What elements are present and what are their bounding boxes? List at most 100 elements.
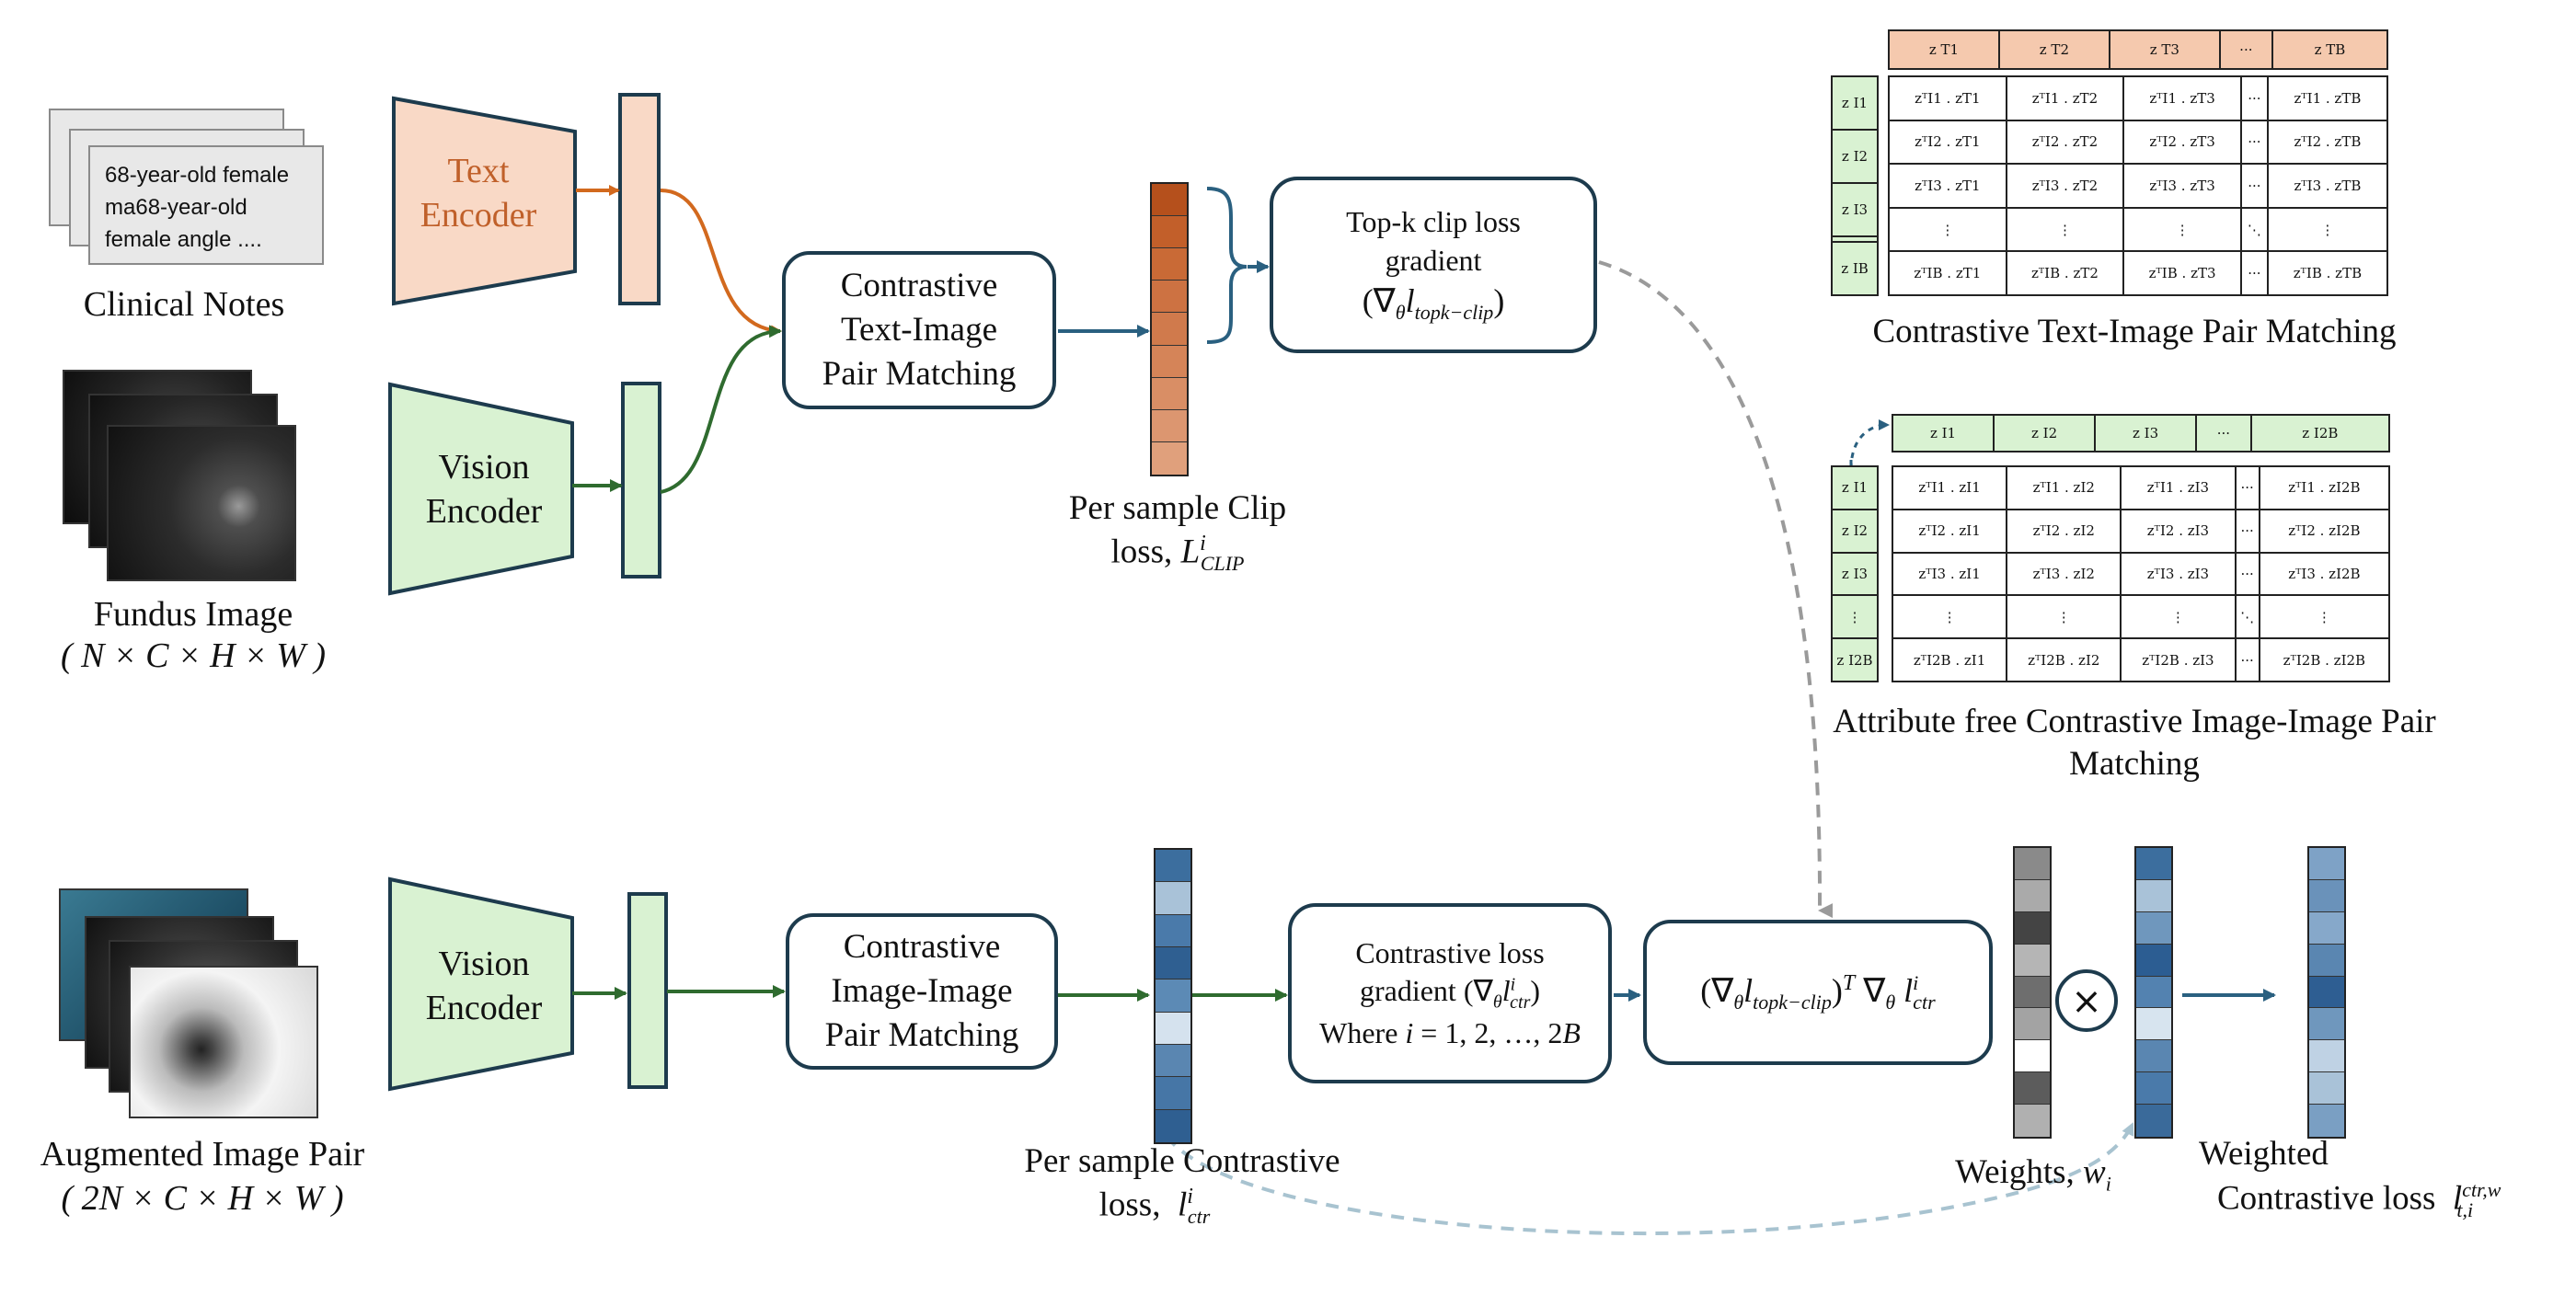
topk-line3: (∇θltopk−clip): [1362, 282, 1505, 325]
image-image-row-header-cell: z I2: [1831, 508, 1879, 554]
image-image-cell: zᵀI2B . zI2B: [2258, 637, 2391, 682]
image-to-matching-curve: [660, 325, 782, 494]
text-image-row-header-cell: z I3: [1831, 182, 1879, 238]
image-image-matching-box: Contrastive Image-Image Pair Matching: [786, 913, 1058, 1070]
clip-loss-bar-cell: [1152, 441, 1187, 475]
contrastive-loss-bar-cell: [1156, 1044, 1190, 1078]
clip-brace: [1206, 187, 1248, 344]
clip-loss-bar: [1150, 182, 1189, 476]
text-image-header-cell: ···: [2218, 29, 2273, 70]
image-image-cell: zᵀI2B . zI2: [2006, 637, 2122, 682]
weights-gray-bar-cell: [2015, 1040, 2050, 1073]
image-image-cell: zᵀI3 . zI2: [2006, 551, 2122, 597]
contrastive-gradient-content: Contrastive loss gradient (∇θlictr) Wher…: [1319, 934, 1581, 1053]
text-image-cell: zᵀI2 . zT1: [1888, 119, 2007, 166]
weights-gray-bar-cell: [2015, 976, 2050, 1009]
contrastive-loss-bar-cell: [1156, 850, 1190, 883]
contrastive-loss-bar-cell: [1156, 882, 1190, 915]
weights-blue-bar-cell: [2136, 879, 2171, 912]
weights-blue-bar-cell: [2136, 1072, 2171, 1105]
text-image-cell: ⋮: [2005, 206, 2125, 253]
contrastive-loss-bar-cell: [1156, 1109, 1190, 1142]
image-image-cell: ⋮: [1891, 594, 2008, 640]
aug-image-embedding-vector: [627, 892, 668, 1089]
weighted-loss-bar: [2307, 846, 2346, 1139]
clip-loss-bar-cell: [1152, 184, 1187, 217]
weighted-loss-bar-cell: [2309, 1008, 2344, 1041]
weighted-loss-bar-cell: [2309, 944, 2344, 977]
weights-gray-bar-cell: [2015, 1105, 2050, 1137]
text-image-header-cell: z T3: [2108, 29, 2221, 70]
text-image-cell: zᵀI3 . zTB: [2266, 163, 2389, 209]
clip-loss-label-line1: Per sample Clip: [1068, 489, 1287, 527]
text-to-matching-curve: [660, 189, 782, 337]
clip-loss-bar-cell: [1152, 216, 1187, 249]
weights-gray-bar-cell: [2015, 1008, 2050, 1041]
weighted-loss-bar-cell: [2309, 1105, 2344, 1137]
weighted-label-line2: Contrastive loss lctr,wt,i: [2217, 1178, 2501, 1221]
text-image-cell: zᵀI2 . zT3: [2122, 119, 2242, 166]
weighted-loss-bar-cell: [2309, 911, 2344, 945]
text-image-cell: zᵀIB . zT2: [2005, 250, 2125, 296]
image-image-cell: ⋮: [2258, 594, 2391, 640]
image-image-cell: ⋮: [2006, 594, 2122, 640]
clip-loss-bar-cell: [1152, 409, 1187, 442]
cg-line1: Contrastive loss: [1355, 935, 1545, 969]
contrastive-loss-bar-cell: [1156, 980, 1190, 1013]
weights-label: Weights, wi: [1955, 1153, 2111, 1196]
text-image-cell: zᵀI1 . zT2: [2005, 75, 2125, 121]
clip-loss-bar-cell: [1152, 248, 1187, 281]
weighted-loss-bar-cell: [2309, 879, 2344, 912]
topk-line2: gradient: [1385, 243, 1482, 277]
contrastive-loss-bar-cell: [1156, 914, 1190, 947]
text-image-cell: ⋮: [1888, 206, 2007, 253]
contrastive-gradient-box: Contrastive loss gradient (∇θlictr) Wher…: [1288, 903, 1612, 1083]
fundus-caption-line1: Fundus Image: [93, 595, 293, 634]
text-image-cell: ⋮: [2122, 206, 2242, 253]
text-image-cell: ···: [2239, 75, 2269, 121]
image-image-cell: zᵀI3 . zI1: [1891, 551, 2008, 597]
loss-reuse-dashed: [1165, 1122, 2134, 1236]
image-image-cell: zᵀI2 . zI2: [2006, 508, 2122, 554]
contrastive-loss-label-line1: Per sample Contrastive: [1024, 1142, 1340, 1180]
vision-encoder-top-shape: [388, 382, 574, 596]
text-image-row: ⋮⋮⋮⋱⋮: [1888, 206, 2389, 253]
text-image-cell: ⋮: [2266, 206, 2389, 253]
text-image-cell: ···: [2239, 250, 2269, 296]
image-image-header-cell: z I3: [2094, 414, 2198, 453]
image-image-cell: zᵀI1 . zI2: [2006, 465, 2122, 510]
weights-gray-bar: [2013, 846, 2052, 1139]
image-image-cell: ···: [2234, 637, 2260, 682]
text-image-cell: zᵀIB . zTB: [2266, 250, 2389, 296]
image-image-header-cell: z I1: [1891, 414, 1995, 453]
text-image-row-header-cell: z IB: [1831, 240, 1879, 297]
image-image-row: ⋮⋮⋮⋱⋮: [1891, 594, 2391, 640]
text-image-cell: ···: [2239, 119, 2269, 166]
topk-to-dot-dashed: [1598, 260, 1834, 919]
image-image-row-header-cell: z I1: [1831, 465, 1879, 510]
weighted-label-line1: Weighted: [2199, 1135, 2329, 1173]
topk-line1: Top-k clip loss: [1346, 205, 1521, 239]
vision-encoder-bottom-label: Vision Encoder: [425, 945, 543, 1027]
weights-blue-bar-cell: [2136, 1040, 2171, 1073]
image-image-row-header-cell: z I2B: [1831, 637, 1879, 682]
contrastive-loss-bar-cell: [1156, 946, 1190, 980]
image-embedding-vector: [621, 382, 661, 579]
topk-gradient-box: Top-k clip loss gradient (∇θltopk−clip): [1270, 177, 1597, 353]
note-card-front: 68-year-old female ma68-year-old female …: [88, 145, 324, 265]
image-image-cell: zᵀI3 . zI2B: [2258, 551, 2391, 597]
weights-blue-bar-cell: [2136, 944, 2171, 977]
clip-loss-bar-cell: [1152, 281, 1187, 314]
text-image-cell: ···: [2239, 163, 2269, 209]
